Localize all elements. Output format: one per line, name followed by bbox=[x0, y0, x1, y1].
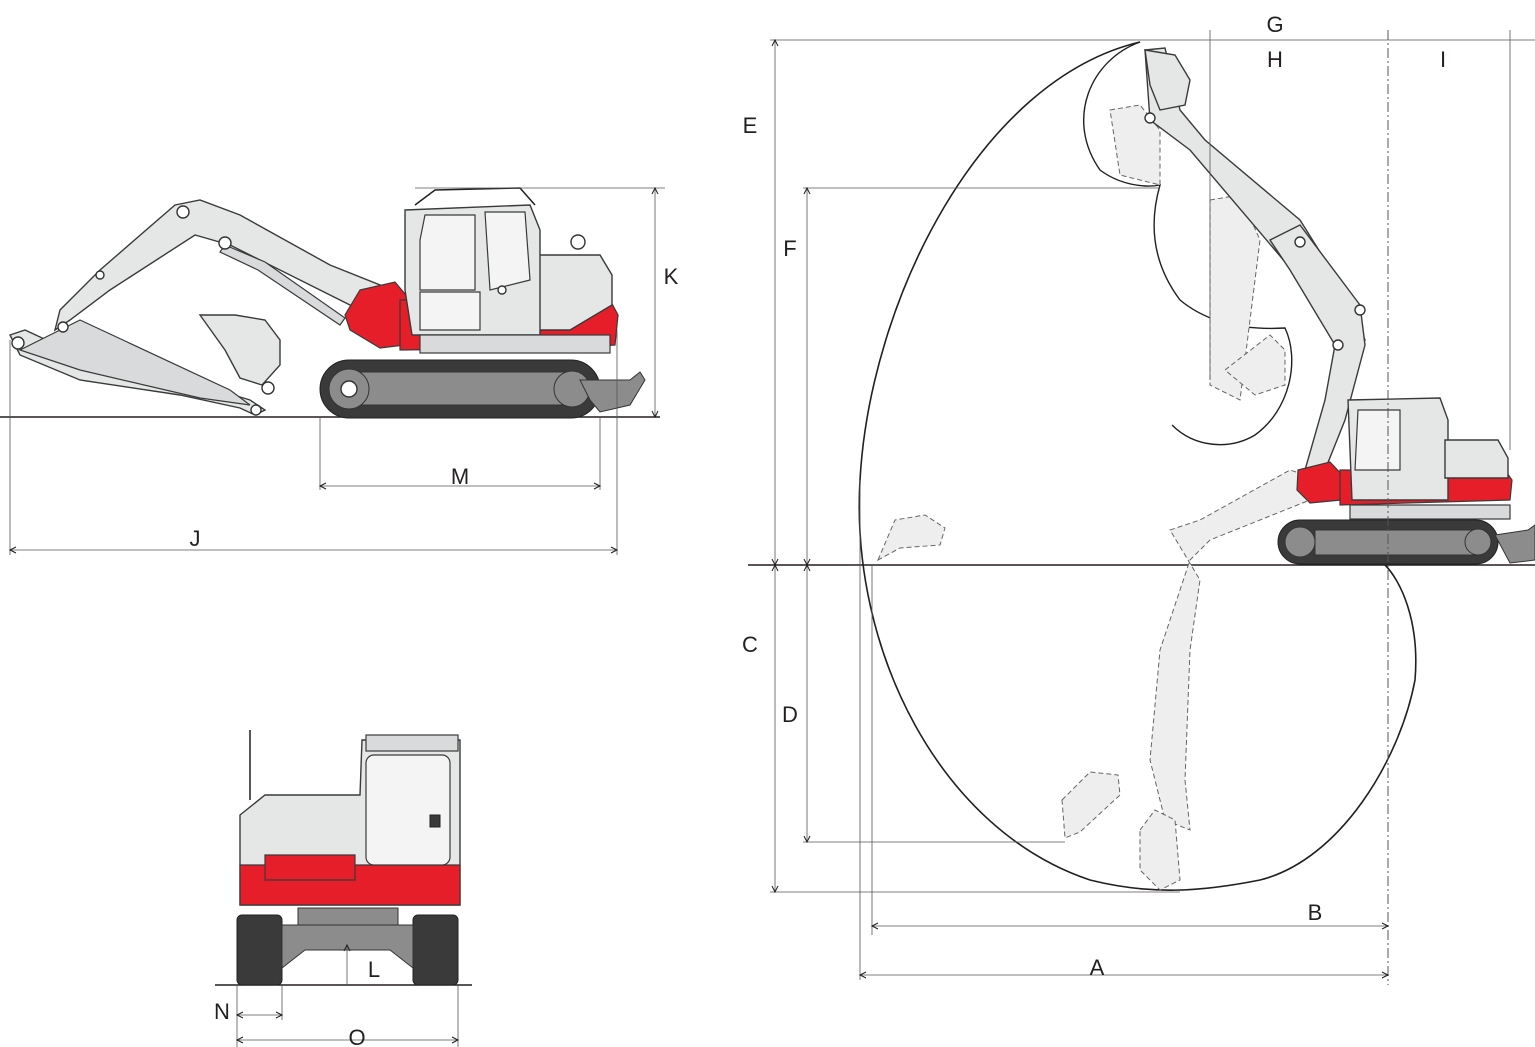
m-arrows bbox=[318, 482, 602, 490]
left-track bbox=[236, 914, 283, 986]
swing-ring bbox=[297, 907, 399, 926]
rear-cab-window bbox=[365, 754, 451, 866]
ghost-arm-upper bbox=[1109, 104, 1161, 186]
swing-bracket bbox=[344, 281, 411, 349]
k-arrows bbox=[651, 186, 659, 419]
rear-mirror bbox=[429, 814, 441, 828]
track-frame bbox=[359, 371, 566, 406]
c-arrows bbox=[771, 563, 779, 894]
label-i: I bbox=[1440, 47, 1446, 72]
label-d: D bbox=[782, 702, 798, 727]
bucket-pin bbox=[250, 404, 262, 416]
label-a: A bbox=[1090, 955, 1105, 980]
boom bbox=[53, 199, 391, 332]
range-idler bbox=[1284, 526, 1316, 558]
pin bbox=[1332, 339, 1344, 351]
pin bbox=[1144, 112, 1156, 124]
boom-pin bbox=[218, 236, 232, 250]
ghost-bucket-d bbox=[1061, 771, 1121, 839]
pin bbox=[95, 270, 105, 280]
bucket-pin bbox=[261, 381, 275, 395]
range-swing-bracket bbox=[1296, 461, 1346, 504]
b-arrows bbox=[870, 922, 1390, 930]
boom-pin bbox=[176, 205, 190, 219]
l-arrow bbox=[343, 943, 351, 952]
reach-envelope bbox=[858, 41, 1417, 891]
label-m: M bbox=[451, 464, 469, 489]
label-g: G bbox=[1266, 12, 1283, 37]
beacon bbox=[570, 234, 586, 250]
rear-view: L N O bbox=[214, 730, 472, 1047]
label-k: K bbox=[664, 264, 679, 289]
side-view-transport: K M J bbox=[0, 186, 679, 555]
reach-envelope-inner bbox=[1083, 41, 1293, 446]
pin bbox=[1294, 236, 1306, 248]
rear-red-panel bbox=[264, 854, 356, 881]
door-handle bbox=[497, 285, 507, 295]
arm-pin bbox=[57, 321, 69, 333]
bucket-side bbox=[198, 314, 281, 386]
label-c: C bbox=[742, 632, 758, 657]
label-b: B bbox=[1308, 900, 1323, 925]
ghost-bucket-ground bbox=[876, 514, 946, 562]
label-l: L bbox=[368, 957, 380, 982]
label-n: N bbox=[214, 999, 230, 1024]
boom-cylinder bbox=[219, 244, 346, 326]
turntable bbox=[419, 334, 611, 354]
dozer-blade bbox=[579, 371, 646, 413]
working-range-view: E F C D G H I B A bbox=[742, 12, 1535, 985]
label-h: H bbox=[1267, 47, 1283, 72]
o-arrows bbox=[235, 1036, 460, 1044]
range-cab-window bbox=[1354, 409, 1401, 471]
arm-pin bbox=[11, 336, 25, 350]
ghost-bucket-deep bbox=[1139, 809, 1181, 891]
cab-lower-window bbox=[419, 291, 481, 331]
cab-window bbox=[419, 214, 476, 291]
cab-door-window bbox=[484, 211, 531, 291]
roll-guard bbox=[414, 187, 536, 206]
idler-hub bbox=[340, 380, 358, 398]
label-j: J bbox=[190, 526, 201, 551]
range-engine-cover bbox=[1444, 439, 1509, 479]
raised-bucket bbox=[1144, 49, 1191, 111]
label-f: F bbox=[783, 236, 796, 261]
label-o: O bbox=[348, 1025, 365, 1047]
range-sprocket bbox=[1464, 528, 1492, 556]
right-track bbox=[412, 914, 459, 986]
range-turntable bbox=[1349, 504, 1511, 520]
range-dozer-blade bbox=[1494, 524, 1535, 564]
d-arrows bbox=[803, 563, 811, 844]
pin bbox=[1354, 304, 1366, 316]
arm-inner bbox=[18, 319, 251, 406]
rear-guard bbox=[365, 734, 459, 752]
n-arrows bbox=[235, 1011, 284, 1019]
ghost-bucket-mid bbox=[1224, 334, 1286, 396]
label-e: E bbox=[743, 113, 758, 138]
a-arrows bbox=[858, 971, 1390, 979]
range-track-frame bbox=[1314, 529, 1476, 556]
j-arrows bbox=[8, 546, 619, 554]
